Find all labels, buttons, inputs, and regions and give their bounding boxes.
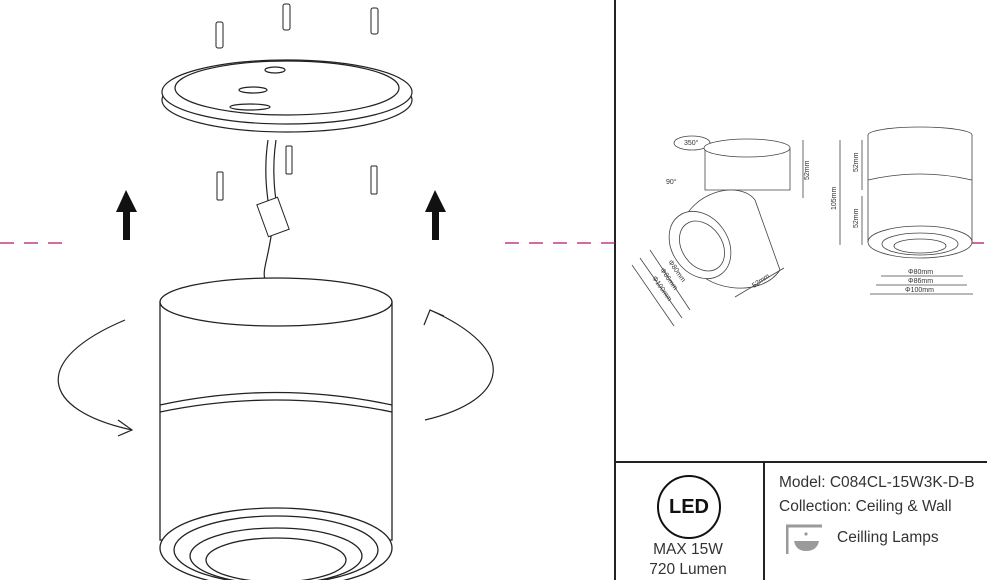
up-arrows <box>116 190 446 240</box>
front-lamp-drawing <box>839 126 973 295</box>
label-350deg: 350° <box>684 139 699 147</box>
rotation-arrows <box>57 309 494 437</box>
divider-horizontal <box>614 461 987 463</box>
divider-vertical <box>614 0 616 580</box>
label-d86: Φ86mm <box>908 278 933 285</box>
model-number: Model: C084CL-15W3K-D-B <box>779 474 975 491</box>
collection: Collection: Ceiling & Wall <box>779 498 952 515</box>
category-label: Ceilling Lamps <box>837 529 939 546</box>
label-lower-height: 52mm <box>853 208 860 228</box>
label-head-height: 52mm <box>804 160 811 180</box>
led-badge: LED <box>657 475 721 539</box>
label-total-height: 105mm <box>831 186 838 210</box>
tilted-lamp-drawing <box>631 135 804 327</box>
label-d100: Φ100mm <box>905 287 934 294</box>
ceiling-lamp-icon <box>786 524 822 554</box>
mounting-plate <box>161 59 413 133</box>
lamp-body <box>159 277 393 580</box>
lumen-output: 720 Lumen <box>649 561 727 578</box>
label-upper-height: 52mm <box>853 152 860 172</box>
led-logo-text: LED <box>669 495 709 518</box>
label-90deg: 90° <box>666 178 677 186</box>
wall-screws <box>215 3 379 201</box>
max-power: MAX 15W <box>653 541 723 558</box>
divider-info <box>763 461 765 580</box>
label-d80: Φ80mm <box>908 269 933 276</box>
terminal-connector <box>256 196 290 238</box>
